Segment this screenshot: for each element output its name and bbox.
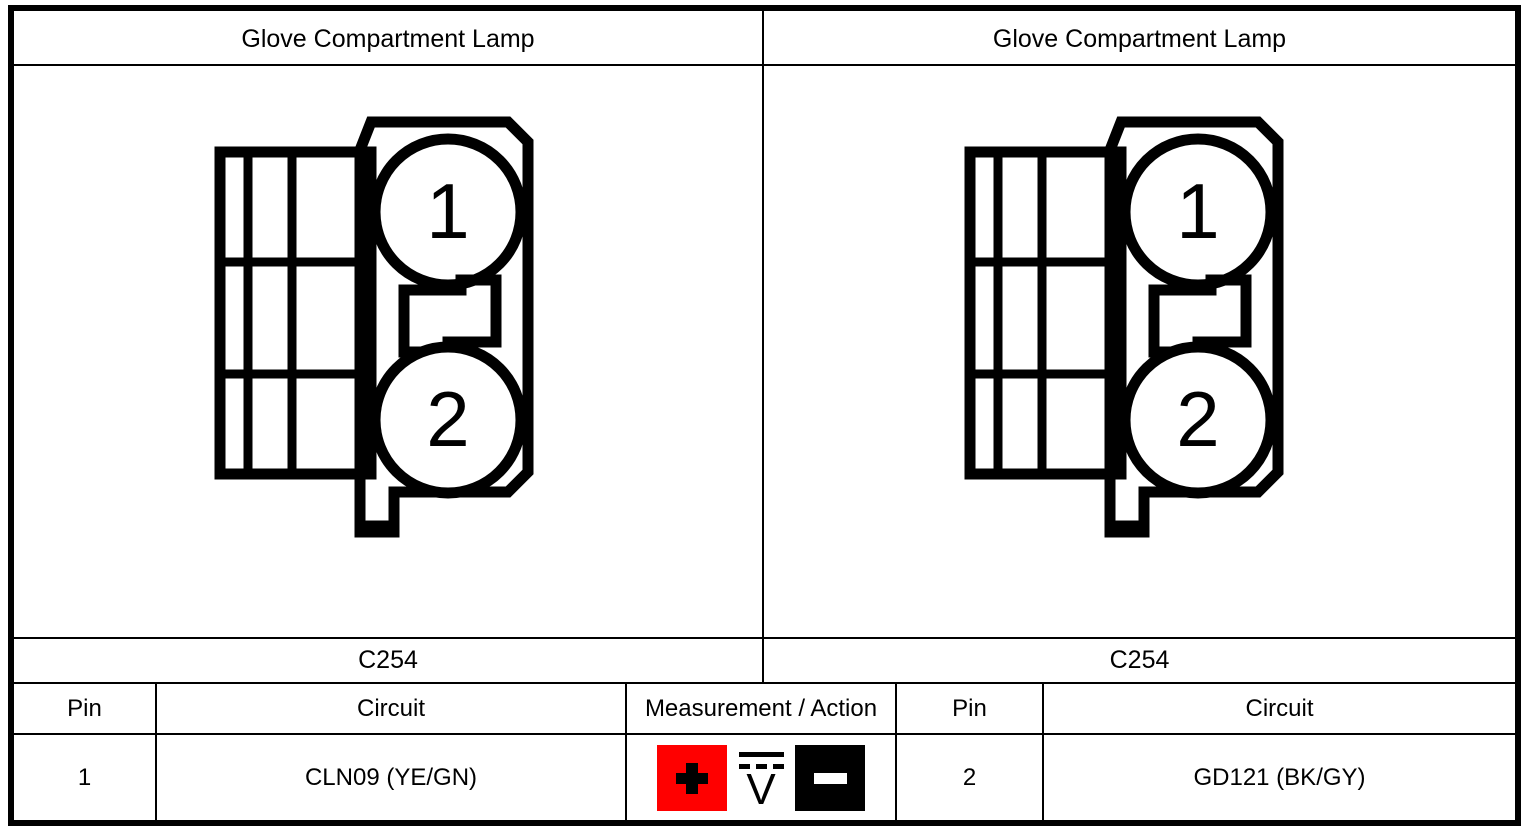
volt-letter: V xyxy=(746,764,776,814)
connector-diagram-left: 1 2 xyxy=(208,112,548,542)
table-head-circuit-left: Circuit xyxy=(356,694,425,722)
rule-under-table-head xyxy=(14,733,1515,735)
table-head-pin-right: Pin xyxy=(952,694,987,722)
svg-text:1: 1 xyxy=(1176,167,1219,255)
measurement-action-icons: V xyxy=(627,735,895,820)
rule-panel-divider-upper xyxy=(762,5,764,637)
table-head-circuit-right: Circuit xyxy=(1245,694,1314,722)
rule-above-connector-id xyxy=(14,637,1515,639)
rule-left-circuit-column xyxy=(625,682,627,820)
rule-measurement-column xyxy=(895,682,897,820)
table-cell-pin-right: 2 xyxy=(962,763,977,791)
rule-left-pin-column xyxy=(155,682,157,820)
table-cell-circuit-left: CLN09 (YE/GN) xyxy=(304,763,478,791)
rule-right-pin-column xyxy=(1042,682,1044,820)
dc-dashed-bar-icon xyxy=(739,763,784,769)
table-cell-circuit-right: GD121 (BK/GY) xyxy=(1193,763,1366,791)
panel-header-left: Glove Compartment Lamp xyxy=(241,24,535,53)
sheet-border-right xyxy=(1515,5,1521,826)
table-head-measurement: Measurement / Action xyxy=(644,694,878,722)
table-head-pin-left: Pin xyxy=(67,694,102,722)
svg-text:2: 2 xyxy=(1176,375,1219,463)
rule-panel-divider-id xyxy=(762,637,764,682)
connector-id-right: C254 xyxy=(1109,646,1170,674)
dc-voltage-icon: V xyxy=(736,745,786,811)
connector-id-left: C254 xyxy=(358,646,418,674)
rule-above-table-head xyxy=(14,682,1515,684)
svg-text:1: 1 xyxy=(426,167,469,255)
sheet-border-left xyxy=(8,5,14,826)
dc-solid-bar-icon xyxy=(739,751,784,757)
svg-text:2: 2 xyxy=(426,375,469,463)
minus-icon xyxy=(795,744,865,811)
sheet-border-bottom xyxy=(8,820,1521,826)
plus-icon xyxy=(657,744,727,811)
table-cell-pin-left: 1 xyxy=(77,763,92,791)
connector-diagram-right: 1 2 xyxy=(958,112,1298,542)
panel-header-right: Glove Compartment Lamp xyxy=(992,24,1287,53)
rule-under-headers xyxy=(14,64,1515,66)
sheet-border-top xyxy=(8,5,1521,11)
